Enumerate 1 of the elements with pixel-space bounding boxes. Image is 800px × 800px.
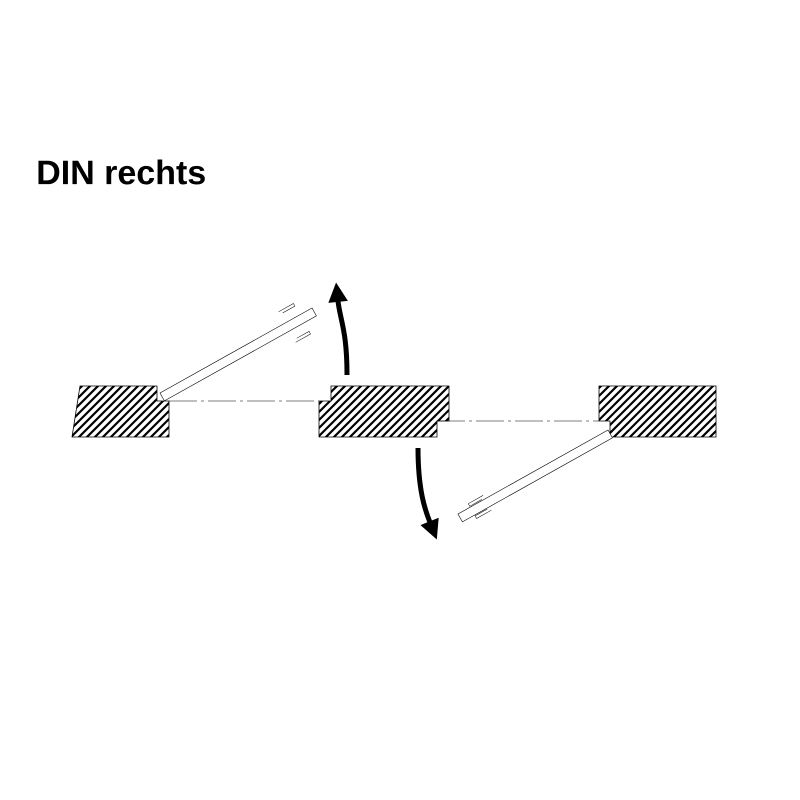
title: DIN rechts (38, 160, 205, 184)
